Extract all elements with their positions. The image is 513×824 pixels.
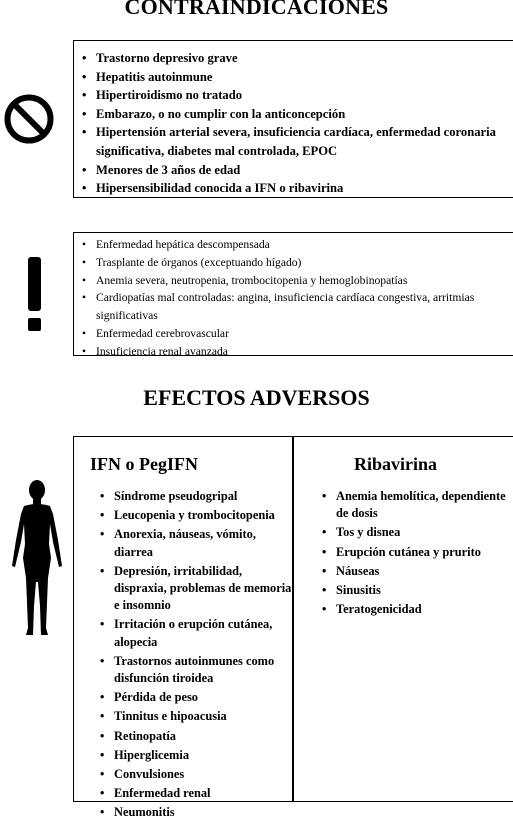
adverse-effects-title: EFECTOS ADVERSOS [143, 385, 370, 410]
list-item: Tos y disnea [314, 524, 513, 541]
exclamation-icon [28, 257, 41, 331]
ifn-effects-list: Síndrome pseudogripal Leucopenia y tromb… [92, 488, 292, 824]
list-item: Hiperglicemia [92, 747, 292, 764]
list-item: Neumonitis [92, 804, 292, 821]
ribavirin-heading: Ribavirina [354, 454, 438, 474]
ifn-heading: IFN o PegIFN [90, 454, 198, 474]
list-item: Tinnitus e hipoacusia [92, 708, 292, 725]
contraindications-title: CONTRAINDICACIONES [124, 0, 389, 19]
list-item: Trastorno depresivo grave [74, 49, 504, 68]
list-item: Anemia severa, neutropenia, trombocitope… [74, 272, 504, 290]
list-item: Leucopenia y trombocitopenia [92, 507, 292, 524]
list-item: Trasplante de órganos (exceptuando hígad… [74, 254, 504, 272]
list-item: Hepatitis autoinmune [74, 68, 504, 87]
human-body-icon [12, 480, 62, 635]
list-item: Enfermedad renal [92, 785, 292, 802]
ribavirin-effects-list: Anemia hemolítica, dependiente de dosis … [314, 488, 513, 620]
prohibited-icon [4, 94, 54, 144]
list-item: Teratogenicidad [314, 601, 513, 618]
list-item: Náuseas [314, 563, 513, 580]
list-item: Hipertensión arterial severa, insuficien… [74, 123, 504, 160]
adverse-effects-box: IFN o PegIFN Ribavirina Síndrome pseudog… [73, 436, 513, 822]
relative-contraindications-list: Enfermedad hepática descompensada Traspl… [74, 236, 504, 361]
list-item: Anorexia, náuseas, vómito, diarrea [92, 526, 292, 560]
list-item: Depresión, irritabilidad, dispraxia, pro… [92, 563, 292, 615]
list-item: Enfermedad cerebrovascular [74, 325, 504, 343]
list-item: Sinusitis [314, 582, 513, 599]
absolute-contraindications-list: Trastorno depresivo grave Hepatitis auto… [74, 49, 504, 198]
list-item: Retinopatía [92, 728, 292, 745]
list-item: Trastornos autoinmunes como disfunción t… [92, 653, 292, 687]
list-item: Hipertiroidismo no tratado [74, 86, 504, 105]
list-item: Erupción cutánea y prurito [314, 544, 513, 561]
list-item: Anemia hemolítica, dependiente de dosis [314, 488, 513, 522]
column-divider [292, 437, 294, 801]
list-item: Cardiopatías mal controladas: angina, in… [74, 289, 504, 325]
absolute-contraindications-box: Trastorno depresivo grave Hepatitis auto… [73, 40, 513, 198]
list-item: Menores de 3 años de edad [74, 161, 504, 180]
list-item: Síndrome pseudogripal [92, 488, 292, 505]
list-item: Irritación o erupción cutánea, alopecia [92, 616, 292, 650]
relative-contraindications-box: Enfermedad hepática descompensada Traspl… [73, 232, 513, 360]
list-item: Enfermedad hepática descompensada [74, 236, 504, 254]
list-item: Hipersensibilidad conocida a IFN o ribav… [74, 179, 504, 198]
list-item: Insuficiencia renal avanzada [74, 343, 504, 361]
list-item: Embarazo, o no cumplir con la anticoncep… [74, 105, 504, 124]
list-item: Convulsiones [92, 766, 292, 783]
list-item: Pérdida de peso [92, 689, 292, 706]
